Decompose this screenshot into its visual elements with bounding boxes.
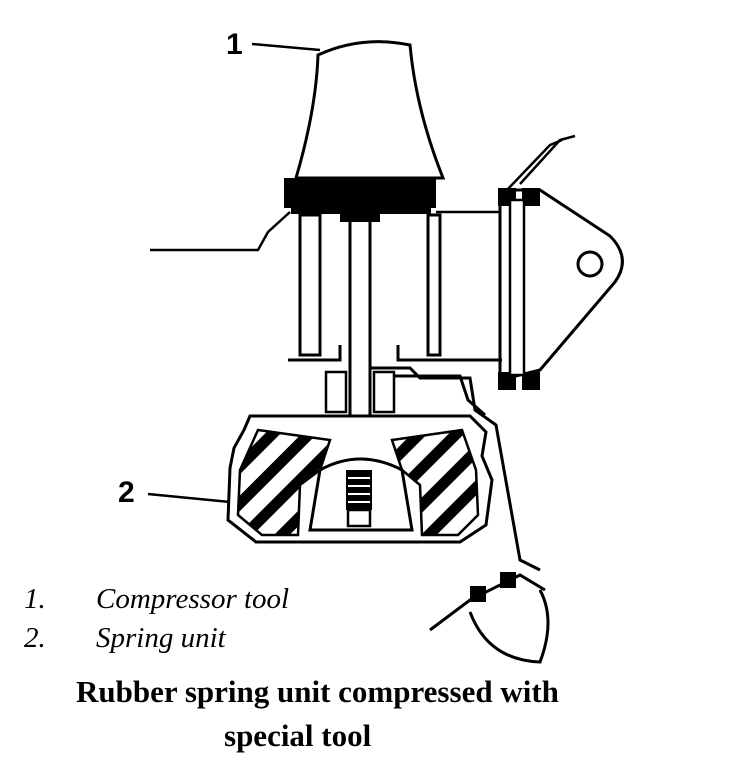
figure-caption-line-1: Rubber spring unit compressed with <box>76 674 559 709</box>
mounting-bracket <box>498 188 624 390</box>
legend-item: 1. Compressor tool <box>24 583 289 616</box>
lower-link <box>429 572 550 664</box>
compressor-tool <box>284 40 446 214</box>
legend-text: Spring unit <box>96 622 226 654</box>
legend-number: 1. <box>24 583 46 615</box>
legend-text: Compressor tool <box>96 583 290 615</box>
legend-item: 2. Spring unit <box>24 622 226 655</box>
spring-housing <box>288 213 541 572</box>
callout-1-leader <box>251 42 321 52</box>
callout-1-label: 1 <box>226 28 243 61</box>
callout-2-leader <box>147 492 231 504</box>
rubber-spring-unit <box>226 414 494 544</box>
callout-2-label: 2 <box>118 476 135 509</box>
legend-number: 2. <box>24 622 46 654</box>
figure-caption-line-2: special tool <box>224 718 372 753</box>
